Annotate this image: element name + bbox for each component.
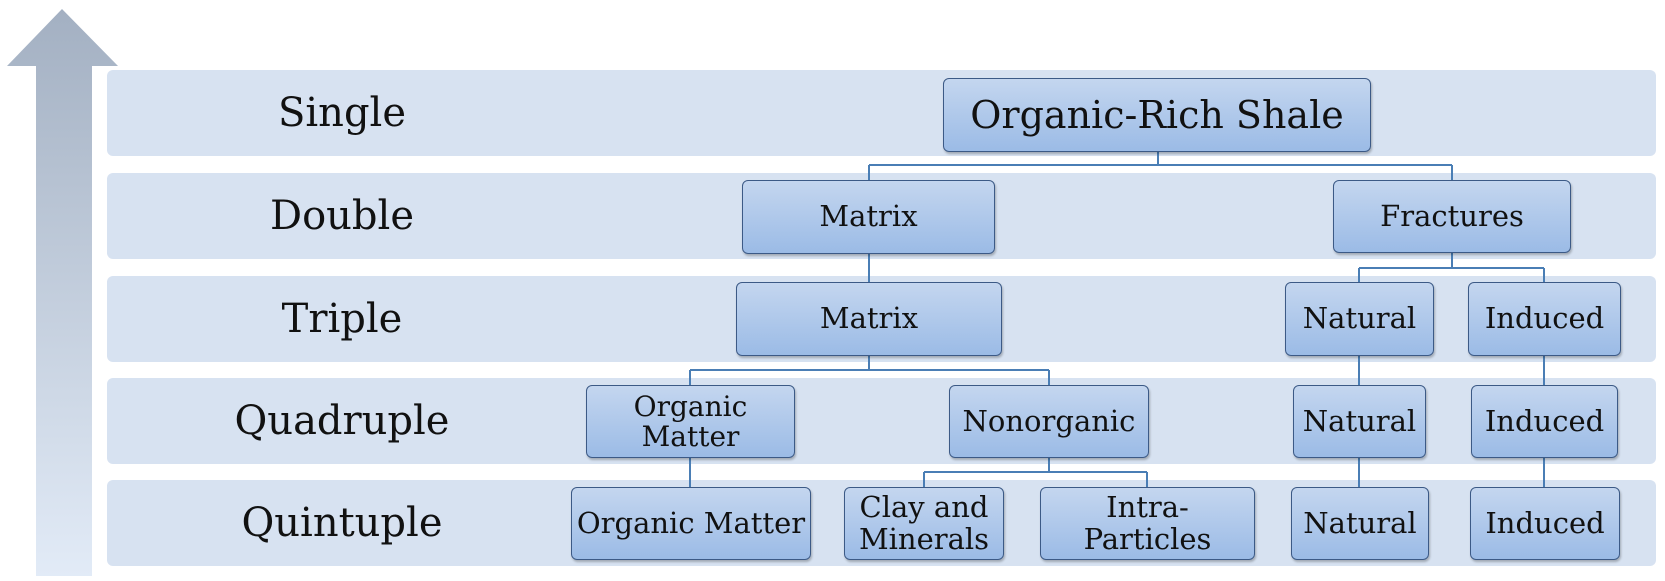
node-quad-natural: Natural — [1293, 385, 1426, 458]
node-double-matrix: Matrix — [742, 180, 995, 254]
node-quad-induced: Induced — [1471, 385, 1618, 458]
level-label-single: Single — [277, 90, 407, 136]
node-organic-rich-shale: Organic-Rich Shale — [943, 78, 1371, 152]
node-triple-induced: Induced — [1468, 282, 1621, 356]
level-label-quadruple: Quadruple — [234, 398, 450, 444]
node-quint-natural: Natural — [1291, 487, 1429, 560]
node-triple-matrix: Matrix — [736, 282, 1002, 356]
node-quad-organic-matter: Organic Matter — [586, 385, 795, 458]
level-band-single: Single — [107, 70, 1656, 156]
node-quad-nonorganic: Nonorganic — [949, 385, 1149, 458]
node-quint-clay-minerals: Clay and Minerals — [844, 487, 1004, 560]
level-label-triple: Triple — [281, 296, 403, 342]
node-quint-organic-matter: Organic Matter — [571, 487, 811, 560]
node-quint-induced: Induced — [1470, 487, 1620, 560]
node-fractures: Fractures — [1333, 180, 1571, 253]
level-label-quintuple: Quintuple — [241, 500, 443, 546]
hierarchy-arrow — [7, 9, 118, 576]
node-triple-natural: Natural — [1285, 282, 1434, 356]
level-label-double: Double — [270, 193, 414, 239]
node-quint-intra-particles: Intra- Particles — [1040, 487, 1255, 560]
